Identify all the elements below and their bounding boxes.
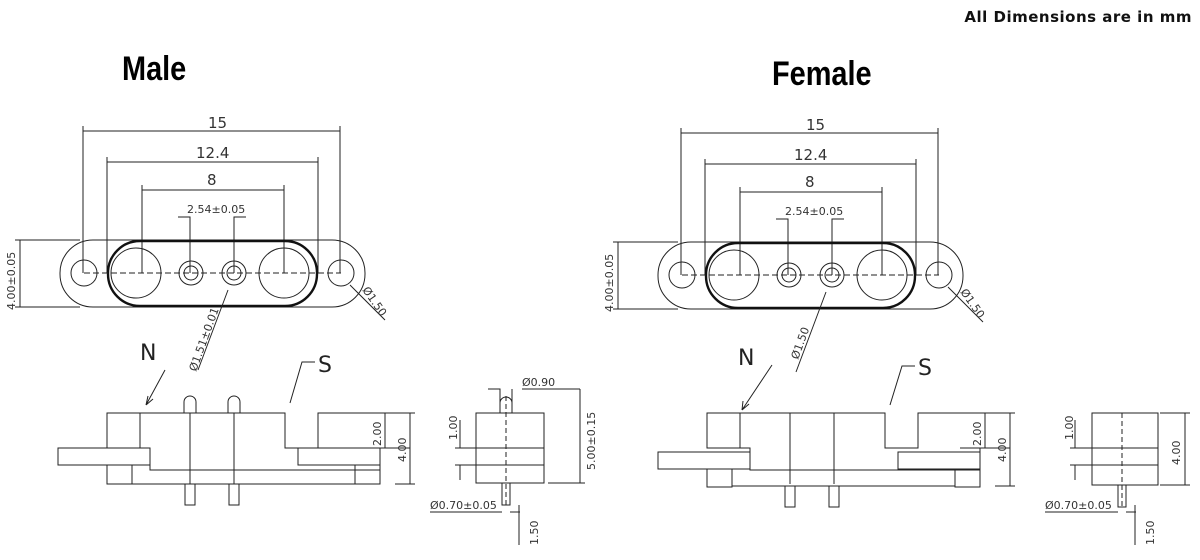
male-end-dim-1: 1.00	[447, 416, 460, 441]
male-side-dim-4: 4.00	[396, 438, 409, 463]
male-dim-pitch: 2.54±0.05	[187, 203, 245, 216]
male-dim-8: 8	[207, 171, 217, 189]
male-top-view: 15 12.4 8 2.54±0.05 4.00±0.05 Ø1.50 Ø1.5…	[5, 114, 389, 373]
female-dim-pin: Ø1.50	[789, 325, 813, 361]
female-label-s: S	[918, 356, 932, 381]
female-side-view: N S 2.00 4.00	[657, 346, 1015, 508]
male-side-dim-2: 2.00	[371, 422, 384, 447]
male-end-dim-tail: 1.50	[528, 521, 541, 546]
female-end-dim-4: 4.00	[1170, 441, 1183, 466]
male-end-view: Ø0.90 1.00 5.00±0.15 Ø0.70±0.05 1.50	[430, 376, 598, 545]
male-dim-hole: Ø1.50	[360, 284, 390, 319]
male-dim-height: 4.00±0.05	[5, 252, 18, 310]
units-note: All Dimensions are in mm	[964, 8, 1192, 26]
female-end-view: 1.00 4.00 Ø0.70±0.05 1.50	[1045, 412, 1190, 546]
male-dim-12-4: 12.4	[196, 144, 229, 162]
female-dim-height: 4.00±0.05	[603, 254, 616, 312]
female-end-dim-tail: 1.50	[1144, 521, 1157, 546]
female-side-dim-4: 4.00	[996, 438, 1009, 463]
female-top-view: 15 12.4 8 2.54±0.05 4.00±0.05 Ø1.50 Ø1.5…	[603, 116, 988, 374]
female-dim-hole: Ø1.50	[958, 286, 988, 321]
female-dim-pitch: 2.54±0.05	[785, 205, 843, 218]
female-dim-15: 15	[806, 116, 825, 134]
male-end-dim-pin: Ø0.70±0.05	[430, 499, 497, 512]
male-dim-15: 15	[208, 114, 227, 132]
female-side-dim-2: 2.00	[971, 422, 984, 447]
male-label-s: S	[318, 353, 332, 378]
male-side-view: N S 2.00 4.00	[57, 341, 415, 506]
female-end-dim-1: 1.00	[1063, 416, 1076, 441]
male-title: Male	[122, 50, 187, 88]
female-dim-8: 8	[805, 173, 815, 191]
male-end-dim-total: 5.00±0.15	[585, 412, 598, 470]
female-dim-12-4: 12.4	[794, 146, 827, 164]
female-title: Female	[772, 55, 872, 93]
female-label-n: N	[738, 346, 754, 371]
male-dim-pin: Ø1.51±0.01	[187, 306, 222, 373]
male-end-dim-top-pin: Ø0.90	[522, 376, 555, 389]
male-label-n: N	[140, 341, 156, 366]
female-end-dim-pin: Ø0.70±0.05	[1045, 499, 1112, 512]
